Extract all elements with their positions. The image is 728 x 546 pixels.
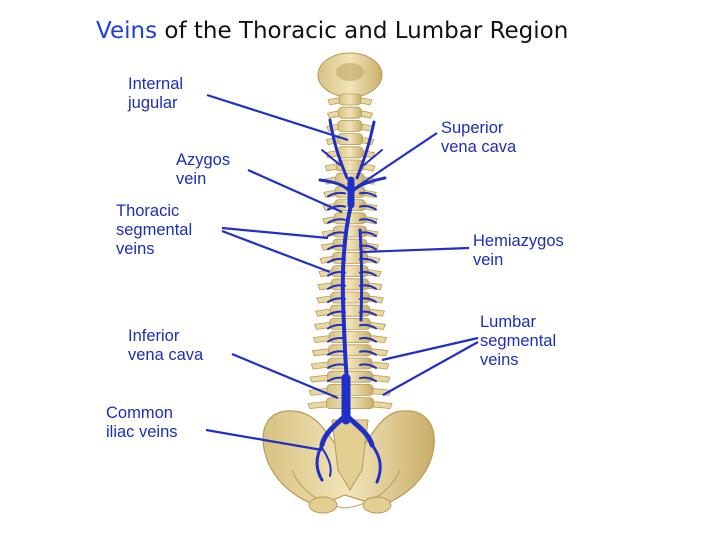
diagram-title: Veins of the Thoracic and Lumbar Region	[96, 18, 656, 44]
leader-hemiazygos	[361, 246, 470, 254]
leader-superior-vena-cava	[354, 132, 438, 189]
title-accent: Veins	[96, 18, 158, 44]
segmental-veins	[327, 191, 377, 383]
label-azygos-vein: Azygos vein	[176, 151, 231, 188]
leader-common-iliac	[205, 428, 323, 452]
leader-thoracic-segmental-1	[221, 226, 329, 240]
vertebral-column	[307, 93, 393, 491]
leader-inferior-vena-cava	[231, 352, 339, 400]
leader-thoracic-segmental-2	[221, 229, 331, 274]
leader-lines	[205, 93, 479, 452]
label-common-iliac-veins: Common iliac veins	[106, 404, 178, 441]
label-inferior-vena-cava: Inferior vena cava	[128, 327, 204, 364]
leader-azygos	[247, 168, 343, 214]
label-superior-vena-cava: Superior vena cava	[441, 119, 517, 156]
title-rest: of the Thoracic and Lumbar Region	[157, 18, 569, 44]
leader-lumbar-segmental-1	[381, 336, 479, 362]
label-internal-jugular: Internal jugular	[128, 75, 184, 112]
leader-internal-jugular	[206, 93, 349, 142]
label-hemiazygos-vein: Hemiazygos vein	[473, 232, 564, 269]
label-lumbar-segmental-veins: Lumbar segmental veins	[480, 313, 557, 369]
leader-lumbar-segmental-2	[382, 341, 479, 396]
vein-network	[315, 118, 387, 484]
label-thoracic-segmental-veins: Thoracic segmental veins	[116, 202, 193, 258]
